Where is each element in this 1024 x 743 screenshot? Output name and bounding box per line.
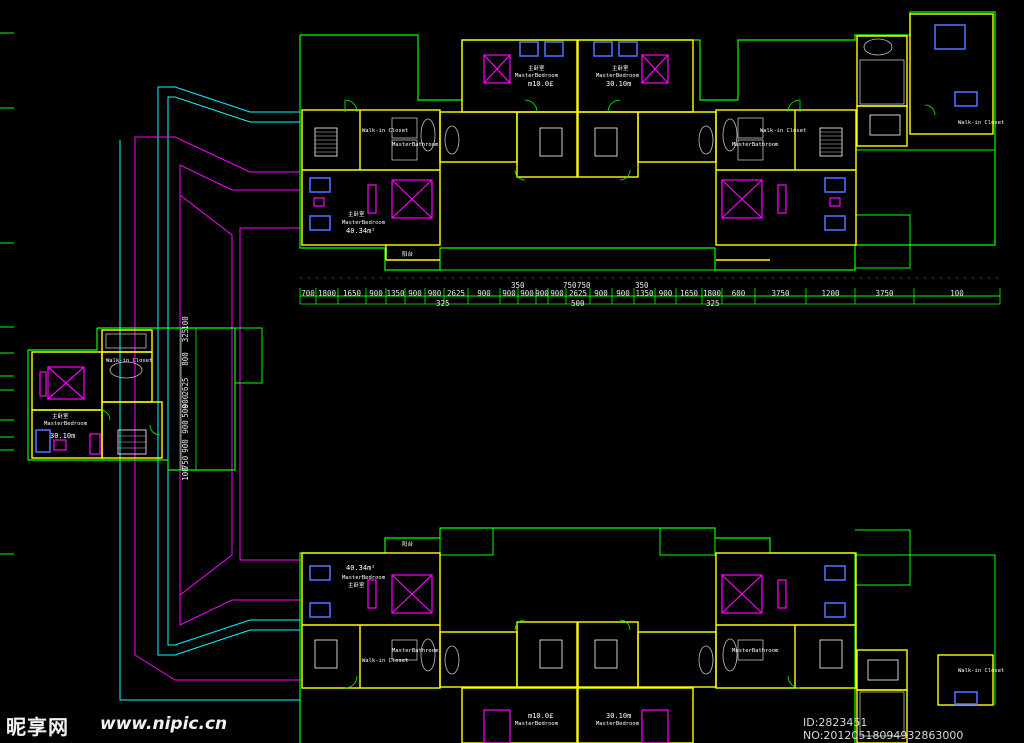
dimension-label: 900 bbox=[594, 289, 608, 298]
room-label-leftunit: 主卧室 bbox=[52, 412, 69, 420]
dimension-label: 900 bbox=[477, 289, 491, 298]
room-label-lower-left: 主卧室 bbox=[348, 581, 365, 589]
bath-label-lower-1: MasterBathroom bbox=[392, 648, 439, 654]
dimension-label: 2625 bbox=[447, 289, 465, 298]
dimension-label-vertical: 900 bbox=[181, 439, 190, 453]
dimension-label: 1650 bbox=[680, 289, 699, 298]
dimension-label: 100 bbox=[950, 289, 964, 298]
balcony-label-upper: 阳台 bbox=[402, 250, 414, 258]
room-label-center-1-en: MasterBedroom bbox=[515, 73, 559, 79]
room-label-left-en: MasterBedroom bbox=[342, 220, 386, 226]
dimension-label-vertical: 750 bbox=[181, 455, 190, 469]
watermark-site-name: 昵享网 bbox=[6, 715, 69, 739]
dimension-label-vertical: 800 bbox=[181, 352, 190, 366]
dimension-label: 1800 bbox=[703, 289, 722, 298]
bath-label-1: MasterBathroom bbox=[392, 142, 439, 148]
closet-label-1: Walk-in Closet bbox=[362, 128, 408, 134]
dimension-label: 3750 bbox=[875, 289, 894, 298]
lower-wing: 阳台 40.34m² MasterBedroom 主卧室 m10.0£ Mast… bbox=[299, 527, 1004, 743]
dimension-label: 900 bbox=[616, 289, 630, 298]
area-lower-left: 40.34m² bbox=[346, 564, 376, 572]
watermark-url: www.nipic.cn bbox=[100, 714, 228, 734]
dimension-label: 900 bbox=[428, 289, 442, 298]
closet-label-2: Walk-in Closet bbox=[760, 128, 806, 134]
dimension-label-vertical: 325 bbox=[181, 329, 190, 343]
dimension-label: 2625 bbox=[569, 289, 587, 298]
closet-label-leftunit: Walk-in Closet bbox=[106, 358, 152, 364]
upper-wing bbox=[299, 11, 996, 271]
room-label-lower-center-1-en: MasterBedroom bbox=[515, 721, 559, 727]
room-label-center-1: 主卧室 bbox=[528, 64, 545, 72]
dim-upper-4: 350 bbox=[635, 281, 649, 290]
dim-lower-1: 325 bbox=[436, 299, 450, 308]
dimension-label-vertical: 100 bbox=[181, 467, 190, 481]
area-leftunit: 30.10m bbox=[50, 432, 75, 440]
dimension-label-vertical: 2625 bbox=[181, 377, 190, 395]
watermark-id: ID:2823451 NO:20120518094932863000 bbox=[803, 716, 964, 742]
dimension-label: 900 bbox=[520, 289, 534, 298]
roof-outline bbox=[119, 86, 300, 701]
closet-label-3: Walk-in Closet bbox=[958, 120, 1004, 126]
room-label-left: 主卧室 bbox=[348, 210, 365, 218]
dimension-label: 1800 bbox=[318, 289, 337, 298]
dimension-label-vertical: 900 bbox=[181, 420, 190, 434]
area-lower-center-1: m10.0£ bbox=[528, 712, 553, 720]
room-label-center-2-en: MasterBedroom bbox=[596, 73, 640, 79]
dimension-label: 900 bbox=[550, 289, 564, 298]
dimension-label-vertical: 100 bbox=[181, 316, 190, 330]
dimension-label: 1350 bbox=[635, 289, 654, 298]
dim-lower-3: 325 bbox=[706, 299, 720, 308]
dimension-label: 900 bbox=[408, 289, 422, 298]
dimension-label: 700 bbox=[301, 289, 315, 298]
dimension-label: 900 bbox=[659, 289, 673, 298]
left-edge-ticks bbox=[0, 32, 14, 555]
dimension-label: 1650 bbox=[343, 289, 362, 298]
dimension-label: 900 bbox=[502, 289, 516, 298]
dim-upper-1: 350 bbox=[511, 281, 525, 290]
closet-label-lower-1: Walk-in Closet bbox=[362, 658, 408, 664]
room-label-center-2: 主卧室 bbox=[612, 64, 629, 72]
area-lower-center-2: 30.10m bbox=[606, 712, 631, 720]
dim-upper-3: 750 bbox=[577, 281, 591, 290]
upper-room-labels: 主卧室 MasterBedroom 40.34m² 主卧室 MasterBedr… bbox=[342, 64, 1004, 258]
dim-upper-2: 750 bbox=[563, 281, 577, 290]
area-center-2: 30.10m bbox=[606, 80, 631, 88]
dimension-label: 1200 bbox=[821, 289, 840, 298]
dimension-label-vertical: 900 bbox=[181, 394, 190, 408]
balcony-label-lower: 阳台 bbox=[402, 540, 414, 548]
dimension-label: 3750 bbox=[771, 289, 790, 298]
dimension-label: 1350 bbox=[386, 289, 405, 298]
bath-label-2: MasterBathroom bbox=[732, 142, 779, 148]
left-unit: 主卧室 MasterBedroom 30.10m Walk-in Closet … bbox=[27, 316, 236, 481]
room-label-leftunit-en: MasterBedroom bbox=[44, 421, 88, 427]
dimension-label: 600 bbox=[732, 289, 746, 298]
bath-label-lower-2: MasterBathroom bbox=[732, 648, 779, 654]
dimension-label: 900 bbox=[369, 289, 383, 298]
dimension-label: 900 bbox=[535, 289, 549, 298]
room-label-lower-center-2-en: MasterBedroom bbox=[596, 721, 640, 727]
area-left: 40.34m² bbox=[346, 227, 376, 235]
dim-lower-2: 500 bbox=[571, 299, 585, 308]
area-center-1: m10.0£ bbox=[528, 80, 553, 88]
room-label-lower-left-en: MasterBedroom bbox=[342, 575, 386, 581]
closet-label-lower-2: Walk-in Closet bbox=[958, 668, 1004, 674]
dimension-label-vertical: 500 bbox=[181, 404, 190, 418]
